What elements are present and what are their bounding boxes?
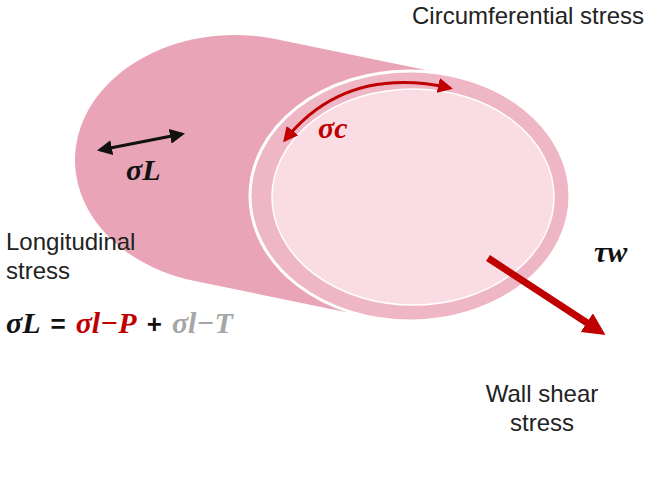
- formula-operator: =: [51, 309, 66, 340]
- longitudinal-arrow: [100, 134, 182, 150]
- stress-title: Wall shear stress: [462, 380, 622, 438]
- circumferential-arrow: [285, 83, 450, 140]
- formula-row: σL = σl−P + σl−T: [6, 305, 233, 341]
- stress-title: Longitudinal stress: [6, 228, 166, 286]
- vessel-cylinder: [75, 35, 570, 321]
- vessel-body: [75, 35, 570, 321]
- stress-title: Circumferential stress: [412, 2, 664, 31]
- shear-arrow: [488, 258, 598, 330]
- stress-symbol: τw: [594, 234, 627, 270]
- stress-symbol: σL: [126, 152, 161, 188]
- formula-operator: +: [147, 309, 162, 340]
- stress-symbol: σc: [318, 110, 348, 146]
- formula-term: σL: [6, 305, 41, 341]
- formula-term: σl−P: [76, 305, 137, 341]
- formula-term: σl−T: [172, 305, 233, 341]
